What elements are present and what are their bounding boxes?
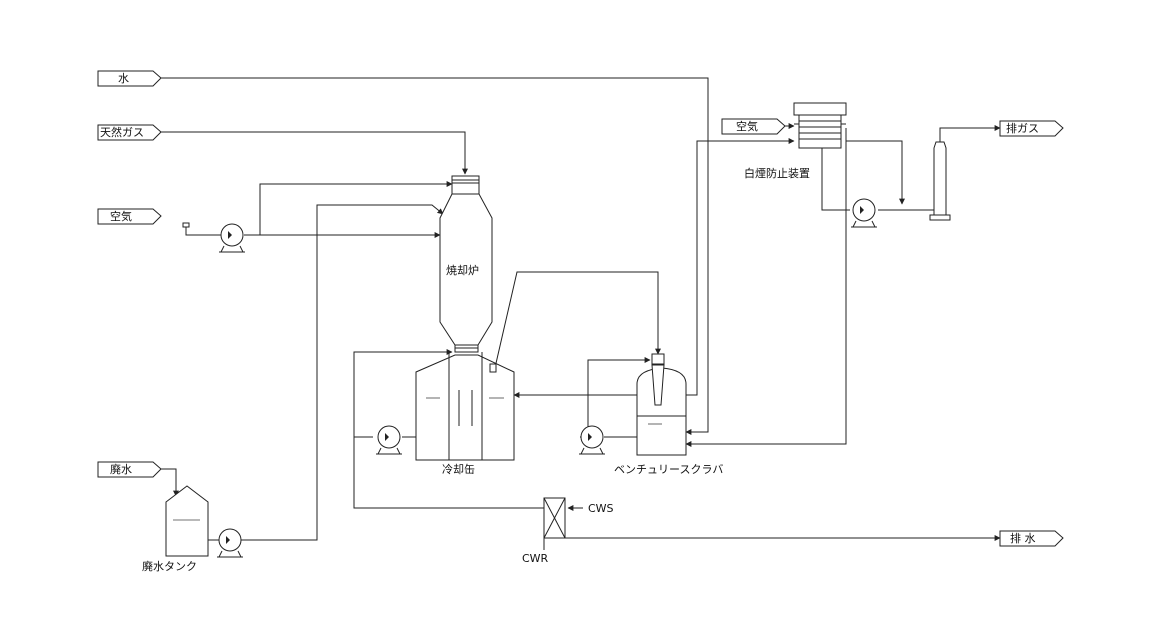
waste-water-tank-label: 廃水タンク [142, 559, 197, 573]
venturi-pump [579, 425, 605, 455]
pipe-lines [161, 77, 1001, 550]
tag-exhaust-gas: 排ガス [999, 120, 1064, 137]
tag-water-label: 水 [118, 72, 129, 85]
tag-drain: 排 水 [999, 530, 1064, 547]
waste-water-tank: 廃水タンク [142, 485, 209, 573]
incinerator: 焼却炉 [439, 175, 493, 353]
tag-air-left: 空気 [97, 208, 162, 225]
air-blower [219, 223, 245, 253]
tag-air-right: 空気 [721, 118, 786, 135]
plume-prevention-label: 白煙防止装置 [744, 166, 810, 180]
tag-drain-label: 排 水 [1010, 531, 1036, 545]
exhaust-stack [929, 141, 951, 221]
incinerator-label: 焼却炉 [446, 264, 479, 277]
tag-natural-gas: 天然ガス [97, 124, 162, 141]
tag-exhaust-gas-label: 排ガス [1006, 121, 1039, 135]
plume-prevention-unit: 白煙防止装置 [744, 102, 847, 180]
tag-natural-gas-label: 天然ガス [100, 125, 144, 139]
cwr-label: CWR [522, 552, 549, 565]
waste-water-pump [217, 528, 243, 558]
exhaust-fan [851, 198, 877, 228]
tag-waste-water-label: 廃水 [110, 462, 132, 476]
venturi-scrubber: ベンチュリースクラバ [614, 353, 723, 476]
quench-tank: 冷却缶 [415, 352, 515, 476]
cws-label: CWS [588, 502, 614, 515]
tag-waste-water: 廃水 [97, 461, 162, 478]
quench-pump [376, 425, 402, 455]
tag-air-left-label: 空気 [110, 209, 132, 223]
quench-tank-label: 冷却缶 [442, 462, 475, 476]
tag-air-right-label: 空気 [736, 119, 758, 133]
venturi-scrubber-label: ベンチュリースクラバ [614, 463, 723, 476]
air-intake-filter [182, 222, 190, 228]
tag-water: 水 [97, 70, 162, 87]
heat-exchanger: CWS CWR [522, 497, 614, 565]
